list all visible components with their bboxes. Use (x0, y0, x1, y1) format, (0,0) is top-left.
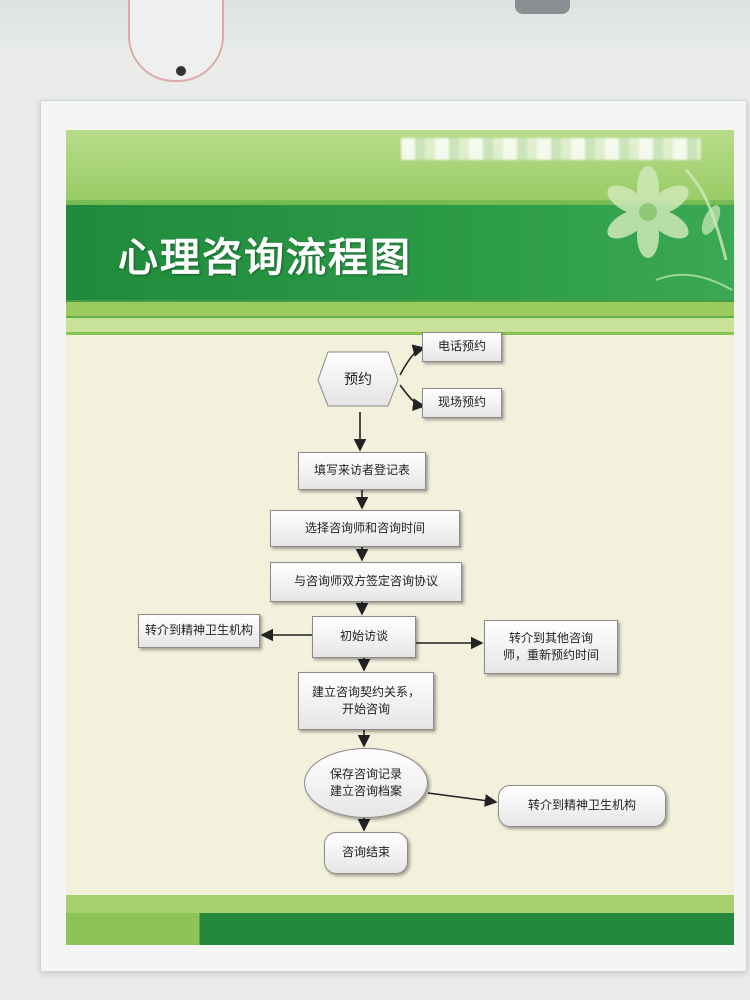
node-phone-appointment-label: 电话预约 (437, 339, 486, 354)
node-initial-interview-label: 初始访谈 (339, 629, 388, 644)
node-build-relationship-label: 建立咨询契约关系， 开始咨询 (311, 684, 420, 716)
node-appointment: 预约 (316, 350, 400, 410)
blurred-text (401, 138, 701, 160)
node-sign-agreement-label: 与咨询师双方签定咨询协议 (293, 574, 438, 589)
node-build-relationship: 建立咨询契约关系， 开始咨询 (298, 672, 434, 730)
footer-light-band (66, 895, 734, 913)
wall-fixture (515, 0, 570, 14)
flowchart-connectors (260, 344, 498, 832)
node-refer-mental-right-label: 转介到精神卫生机构 (527, 798, 636, 813)
node-save-records: 保存咨询记录 建立咨询档案 (304, 748, 428, 818)
node-fill-form: 填写来访者登记表 (298, 452, 426, 490)
wall-background (0, 0, 750, 60)
node-phone-appointment: 电话预约 (422, 332, 502, 362)
node-sign-agreement: 与咨询师双方签定咨询协议 (270, 562, 462, 602)
node-refer-mental-right: 转介到精神卫生机构 (498, 785, 666, 827)
node-fill-form-label: 填写来访者登记表 (313, 463, 410, 478)
node-choose-counselor-label: 选择咨询师和咨询时间 (304, 520, 425, 535)
socket-hole (176, 66, 186, 76)
flower-ornament-icon (607, 166, 733, 291)
node-choose-counselor: 选择咨询师和咨询时间 (270, 510, 460, 547)
node-appointment-label: 预约 (344, 371, 372, 388)
node-onsite-appointment-label: 现场预约 (437, 395, 486, 410)
hexagon-shape (317, 351, 399, 407)
wall-socket (128, 0, 224, 82)
node-onsite-appointment: 现场预约 (422, 388, 502, 418)
poster: 心理咨询流程图 (66, 130, 734, 945)
node-refer-other: 转介到其他咨询 师，重新预约时间 (484, 620, 618, 674)
node-refer-mental-left: 转介到精神卫生机构 (138, 614, 260, 648)
node-initial-interview: 初始访谈 (312, 616, 416, 658)
node-end-label: 咨询结束 (341, 845, 390, 860)
page-title: 心理咨询流程图 (118, 234, 412, 281)
node-refer-mental-left-label: 转介到精神卫生机构 (144, 623, 253, 638)
node-end: 咨询结束 (324, 832, 408, 874)
node-refer-other-label: 转介到其他咨询 师，重新预约时间 (502, 630, 599, 662)
node-save-records-label: 保存咨询记录 建立咨询档案 (329, 766, 402, 798)
footer-dark-band (66, 913, 734, 945)
header-stripe (66, 302, 734, 316)
header-stripe-light (66, 318, 734, 332)
